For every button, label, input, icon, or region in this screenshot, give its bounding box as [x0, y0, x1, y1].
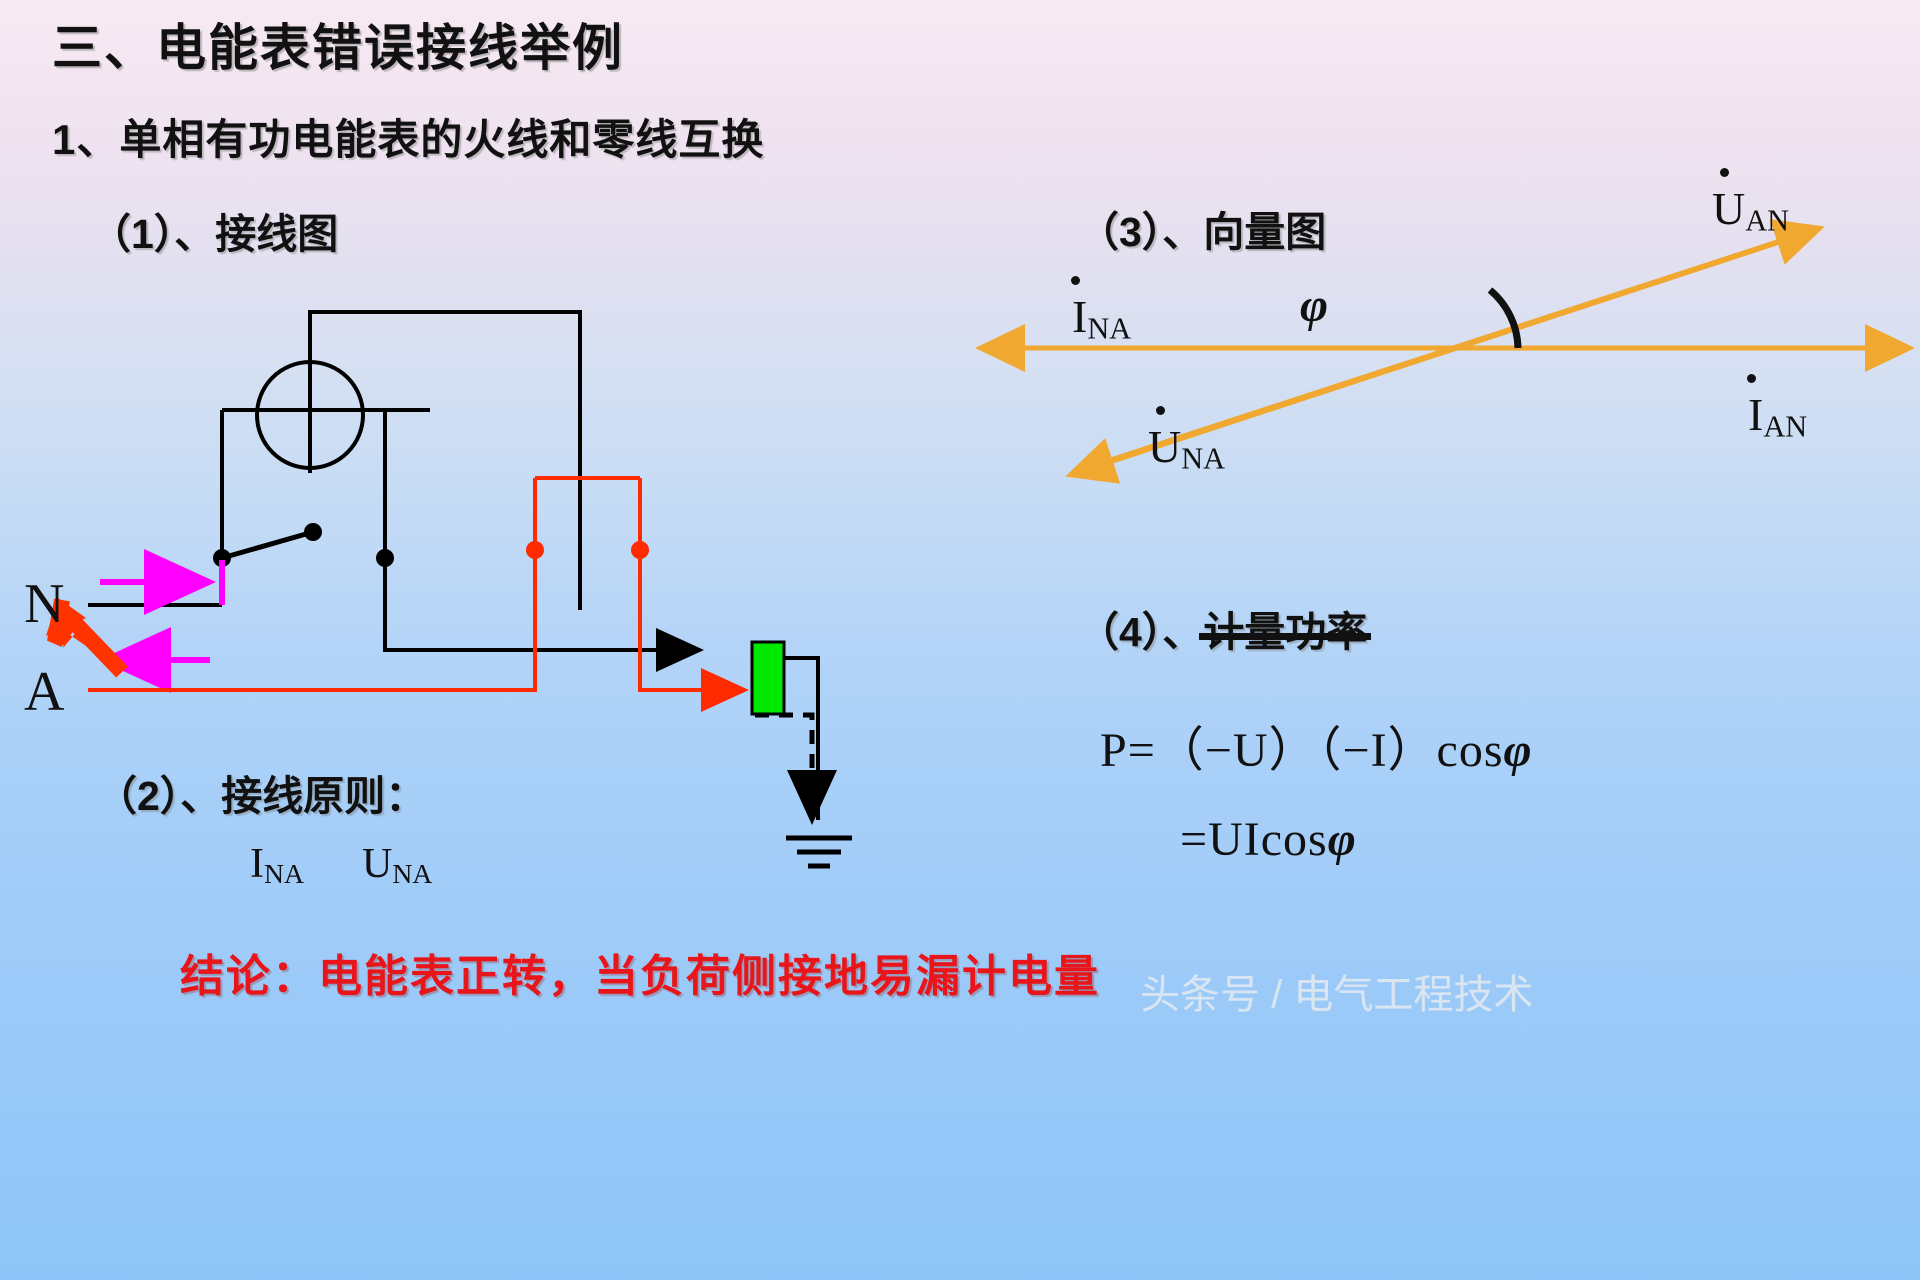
phasor-label-u-an-base: U: [1712, 168, 1746, 235]
principle-symbol-current-base: I: [250, 841, 264, 887]
phasor-label-u-na-sub: NA: [1181, 441, 1226, 476]
section-heading-wiring-principle: （2）、接线原则：: [96, 773, 427, 819]
phasor-label-u-an-symbol: U: [1712, 183, 1746, 234]
leakage-dashed-path: [755, 712, 837, 825]
watermark: 头条号 / 电气工程技术: [1140, 973, 1534, 1017]
phasor-label-i-an: IAN: [1746, 374, 1808, 445]
phasor-dot-icon: [1719, 168, 1729, 178]
phasor-voltage-na: [1065, 229, 1811, 484]
phasor-label-i-na-base: I: [1070, 276, 1088, 343]
section-heading-measured-power: （4）、计量功率: [1078, 598, 1367, 658]
terminal-label-n: N: [24, 573, 65, 635]
principle-symbol-voltage-base: U: [362, 841, 393, 887]
phasor-label-u-an-sub: AN: [1745, 203, 1790, 238]
ground-wire: [784, 656, 820, 820]
phasor-label-i-na: INA: [1070, 276, 1132, 347]
formula-power-line2-phi: φ: [1327, 813, 1357, 866]
live-node-dot-right: [631, 541, 649, 559]
terminal-label-a: A: [24, 661, 65, 723]
live-node-dot-left: [526, 541, 544, 559]
switch-blade: [221, 529, 314, 561]
phasor-diagram: [975, 219, 1915, 484]
load-block: [750, 640, 786, 716]
conclusion-text: 结论：电能表正转，当负荷侧接地易漏计电量: [180, 952, 1100, 1001]
source-arrow: [46, 598, 128, 678]
phasor-label-i-an-base: I: [1746, 374, 1764, 441]
phasor-label-u-na-base: U: [1148, 406, 1182, 473]
section-heading-wiring-diagram: （1）、接线图: [90, 211, 339, 257]
measured-power-strikethrough-text: 计量功率: [1203, 609, 1368, 655]
formula-power-line2-text: =UIcos: [1180, 813, 1328, 866]
neutral-out-wire: [383, 558, 704, 672]
phasor-label-u-an: UAN: [1712, 168, 1790, 239]
phasor-label-i-na-symbol: I: [1072, 291, 1088, 342]
section-heading-vector-diagram: （3）、向量图: [1078, 209, 1327, 255]
formula-power-line1-phi: φ: [1503, 724, 1533, 777]
phasor-label-i-an-symbol: I: [1748, 389, 1764, 440]
phasor-dot-icon: [1155, 406, 1165, 416]
wiring-diagram: [46, 310, 852, 869]
voltage-loop-wire: [308, 310, 582, 610]
phasor-label-u-na: UNA: [1148, 406, 1226, 477]
principle-symbol-voltage-sub: NA: [392, 858, 433, 890]
page-subtitle: 1、单相有功电能表的火线和零线互换: [52, 116, 765, 163]
formula-power-line1: P=（−U）（−I）cosφ: [1100, 710, 1533, 780]
angle-arc: [1487, 287, 1522, 349]
formula-power-line1-text: P=（−U）（−I）cos: [1100, 724, 1504, 777]
phasor-label-i-an-sub: AN: [1763, 409, 1808, 444]
ground-symbol: [786, 835, 852, 869]
switch-pivot-dot: [304, 523, 322, 541]
phasor-dot-icon: [1070, 276, 1080, 286]
measured-power-index: （4）、: [1078, 609, 1204, 655]
principle-symbol-current-sub: NA: [264, 858, 305, 890]
principle-symbol-current: INA: [250, 840, 304, 890]
phasor-label-i-na-sub: NA: [1087, 311, 1132, 346]
meter-coil-symbol: [222, 335, 430, 473]
page-title: 三、电能表错误接线举例: [52, 20, 624, 76]
phasor-dot-icon: [1746, 374, 1756, 384]
phasor-label-u-na-symbol: U: [1148, 421, 1182, 472]
phasor-angle-label: φ: [1300, 279, 1329, 332]
live-right-branch: [638, 478, 749, 712]
formula-power-line2: =UIcosφ: [1180, 812, 1357, 867]
principle-symbol-voltage: UNA: [362, 840, 432, 890]
